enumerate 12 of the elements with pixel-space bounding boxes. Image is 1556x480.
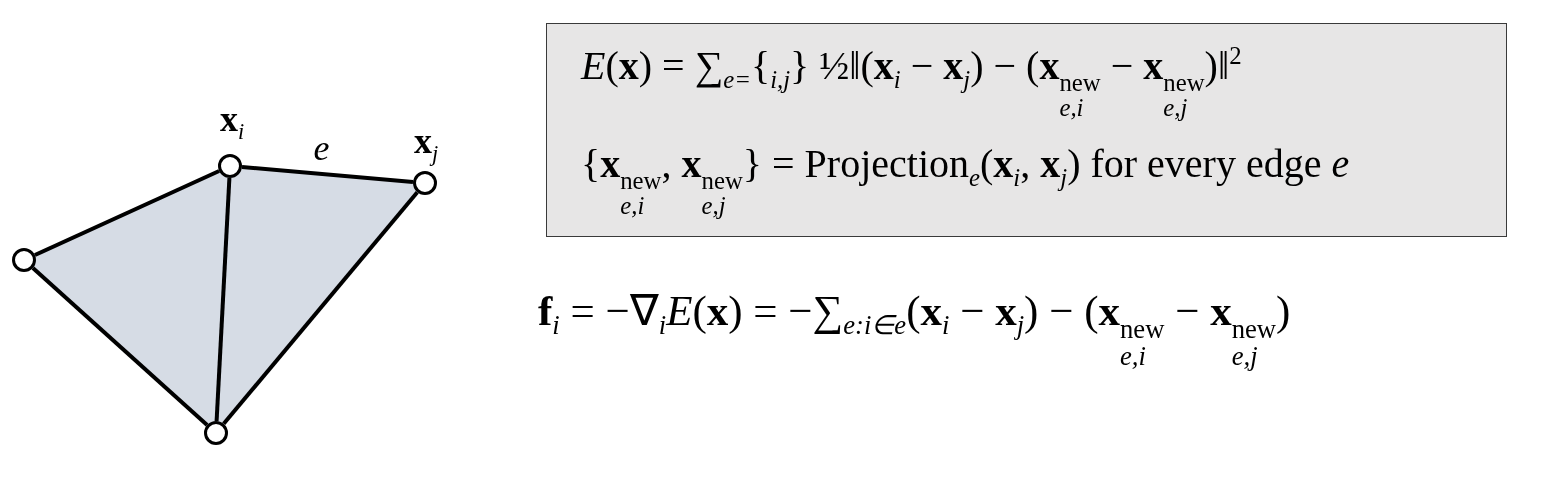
vertex-circle	[12, 248, 36, 272]
mesh-edge	[34, 169, 220, 257]
vertex-circle	[218, 154, 242, 178]
vertex-circle	[204, 421, 228, 445]
edge-label: e	[313, 128, 330, 169]
mesh-edge	[31, 266, 209, 427]
mesh-edge	[214, 177, 232, 422]
mesh-edge	[222, 190, 419, 426]
vertex-circle	[413, 171, 437, 195]
vertex-label: x$_{i}$	[220, 100, 245, 140]
mesh-edge	[241, 165, 414, 184]
formula-box	[546, 23, 1507, 237]
